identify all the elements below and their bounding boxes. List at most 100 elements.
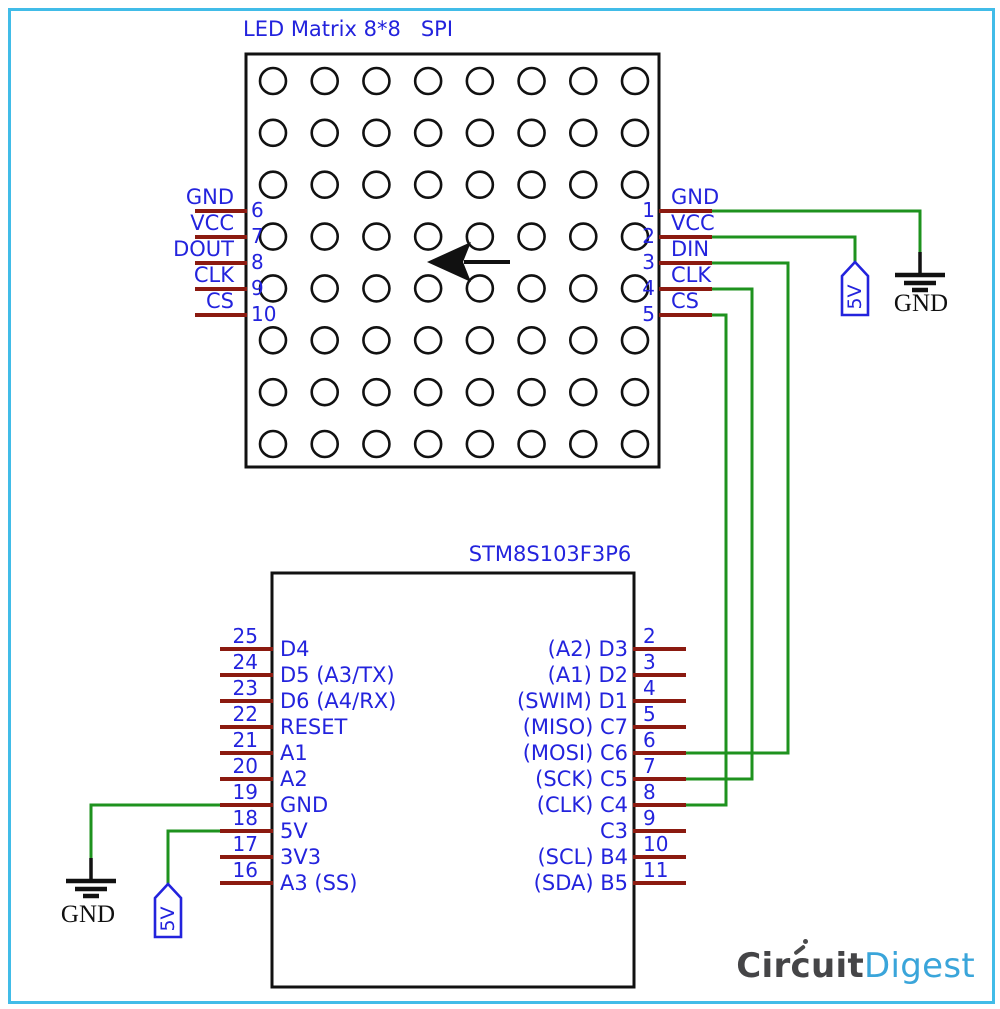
matrix-pin-label: GND [185,185,234,209]
wire-mcu-5v [166,829,220,884]
led-circle [465,429,495,459]
arrow-head-icon [427,242,471,282]
mcu-pin-label: A2 [280,767,308,791]
wire-cs-to-c4 [686,313,728,807]
mcu-pin-number: 10 [643,832,669,856]
led-circle [568,170,598,200]
mcu-pin-label: A1 [280,741,308,765]
led-circle [413,66,443,96]
led-circle [517,429,546,459]
mcu-pin-number: 11 [643,858,669,882]
matrix-pin-label: GND [671,185,720,209]
matrix-pin-label: VCC [671,211,715,235]
mcu-pin-number: 9 [643,806,656,830]
matrix-pin-number: 7 [251,224,264,248]
matrix-pin-number: 2 [642,224,655,248]
matrix-pin-label: CS [671,289,699,313]
matrix-pin-number: 5 [642,302,655,326]
led-circle [620,429,650,459]
led-circle [362,66,391,96]
led-circle [620,274,650,303]
matrix-pin-label: CLK [671,263,712,287]
mcu-pin-number: 24 [232,650,258,674]
mcu-pin-number: 4 [643,676,656,700]
led-circle [362,222,391,251]
led-circle [413,222,443,251]
led-circle [620,325,650,355]
mcu-pin-label: (MOSI) C6 [522,741,628,765]
led-circle [413,274,443,303]
led-circle [258,118,288,148]
mcu-pin-number: 18 [232,806,258,830]
circuitdigest-logo: CircuitDigest [736,946,975,986]
led-circle [310,429,340,459]
led-circle [517,222,546,251]
led-circle [568,429,598,459]
led-circle [413,377,443,407]
wire-mcu-gnd [89,803,220,858]
matrix-pin-number: 1 [642,198,655,222]
mcu-pin-label: (A2) D3 [547,637,628,661]
led-circle [258,429,288,459]
led-circle [465,274,495,303]
led-circle [258,325,288,355]
mcu-pin-label: 5V [280,819,308,843]
wire-clk-to-sck [686,287,754,781]
led-circle [310,274,340,303]
mcu-pin-label: (SCL) B4 [537,845,628,869]
led-circle [258,222,288,251]
mcu-pin-number: 8 [643,780,656,804]
led-circle [517,118,546,148]
mcu-pin-label: D6 (A4/RX) [280,689,397,713]
mcu-title: STM8S103F3P6 [468,542,632,566]
page-border [8,8,995,1004]
led-circle [362,118,391,148]
matrix-pin-label: VCC [190,211,234,235]
led-circle [568,325,598,355]
mcu-pin-label: (A1) D2 [547,663,628,687]
mcu-pin-number: 7 [643,754,656,778]
led-circle [620,377,650,407]
matrix-pin-label: DIN [671,237,710,261]
mcu-pin-number: 6 [643,728,656,752]
led-circle [310,325,340,355]
led-circle [465,222,495,251]
logo-circuit-text: Circuit [736,946,865,986]
led-circle [568,274,598,303]
mcu-pin-number: 21 [232,728,258,752]
led-circle [310,377,340,407]
mcu-body [270,571,636,989]
led-circle [568,222,598,251]
led-circle [413,325,443,355]
mcu-pin-number: 17 [232,832,258,856]
power-flag-label-top: 5V [844,284,866,310]
mcu-pin-label: (SWIM) D1 [517,689,628,713]
matrix-pin-label: DOUT [173,237,234,261]
led-circle [362,377,391,407]
mcu-pin-number: 3 [643,650,656,674]
mcu-pin-number: 20 [232,754,258,778]
gnd-symbol-label-top: GND [893,290,949,317]
mcu-pin-label: D5 (A3/TX) [280,663,395,687]
led-circle [517,274,546,303]
led-circle [258,274,288,303]
mcu-pin-number: 2 [643,624,656,648]
led-circle [310,170,340,200]
led-matrix-title: LED Matrix 8*8 SPI [243,17,454,41]
led-circle [465,377,495,407]
mcu-pin-label: D4 [280,637,310,661]
led-circle [465,118,495,148]
led-circle [258,377,288,407]
wire-matrix-gnd [712,209,922,252]
mcu-pin-label: (SCK) C5 [535,767,628,791]
matrix-pin-number: 8 [251,250,264,274]
mcu-pin-label: RESET [280,715,348,739]
matrix-pin-number: 3 [642,250,655,274]
logo-i-accent-dot [803,939,808,944]
led-circle [465,325,495,355]
led-circle [413,118,443,148]
led-circle [465,170,495,200]
matrix-pin-label: CS [206,289,234,313]
wire-din-to-mosi [686,261,790,755]
